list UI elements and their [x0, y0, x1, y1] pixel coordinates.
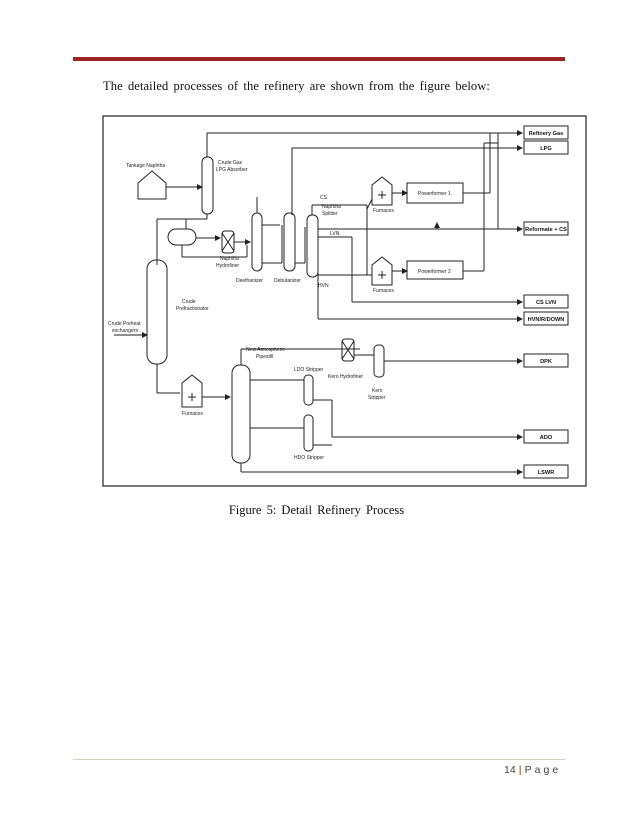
product-lpg: LPG [540, 146, 552, 152]
label-furnaces-mid: Furnaces [373, 288, 394, 294]
label-pipestill: Pipestill [256, 354, 273, 360]
page-word: Page [524, 764, 562, 776]
product-cs-lvn: CS LVN [536, 300, 556, 306]
refinery-process-figure: Refinery Gas LPG Reformate + CS CS LVN H… [102, 115, 587, 487]
product-ado-box [523, 429, 569, 444]
furnace-bottom-icon [181, 374, 203, 408]
label-kero-hydrofiner: Kero Hydrofiner [328, 374, 363, 380]
page-number-separator: | [518, 764, 522, 776]
product-lpg-box [523, 140, 569, 155]
page-number-value: 14 [504, 764, 516, 776]
product-ado: ADO [540, 435, 553, 441]
label-debutanizer: Debutanizer [274, 278, 301, 284]
label-lpg-absorber: LPG Absorber [216, 167, 248, 173]
label-ldo-stripper: LDO Stripper [294, 367, 324, 373]
figure-frame [102, 115, 587, 487]
product-cs-lvn-box [523, 294, 569, 309]
figure-caption-text: Figure 5: Detail Refinery Process [228, 503, 405, 517]
label-naphtha: Naphtha [220, 256, 239, 262]
label-furnaces-top: Furnaces [373, 208, 394, 214]
product-hvn-r-down: HVN/R/DOWN [528, 317, 565, 323]
furnace-mid-icon [371, 256, 393, 286]
label-new-atmospheric: New Atmospheric [246, 347, 285, 353]
page-number: 14|Page [504, 764, 561, 776]
label-powerformer2: Powerformer 2 [418, 269, 451, 275]
intro-paragraph: The detailed processes of the refinery a… [103, 79, 490, 93]
product-lswr-box [523, 464, 569, 479]
label-crude-gas: Crude Gas [218, 160, 243, 166]
kero-hydrofiner-icon [341, 338, 355, 362]
label-cs: CS [320, 195, 328, 201]
product-dpk: DPK [540, 359, 552, 365]
header-rule [73, 57, 565, 61]
debutanizer-column-icon [283, 212, 296, 272]
label-crude-preheat: Crude Preheat [108, 321, 141, 327]
label-naphtha-splitter-1: Naphtha [322, 204, 341, 210]
label-hdo-stripper: HDO Stripper [294, 455, 324, 461]
refinery-diagram: Refinery Gas LPG Reformate + CS CS LVN H… [102, 115, 587, 487]
label-kero: Kero [372, 388, 383, 394]
label-stripper: Stripper [368, 395, 386, 401]
product-hvn-box [523, 311, 569, 326]
label-furnaces-bottom: Furnaces [182, 411, 203, 417]
product-reformate: Reformate + CS [525, 227, 567, 233]
product-lswr: LSWR [538, 470, 554, 476]
label-naphtha-splitter-2: Splitter [322, 211, 338, 217]
label-crude: Crude [182, 299, 196, 305]
tankage-tank-icon [137, 170, 167, 200]
footer-rule [73, 759, 565, 760]
hdo-stripper-icon [303, 414, 314, 452]
ldo-stripper-icon [303, 374, 314, 406]
furnace-top-icon [371, 176, 393, 206]
figure-caption: Figure 5: Detail Refinery Process [0, 503, 638, 518]
label-exchangers: exchangers [112, 328, 138, 334]
product-refinery-gas: Refinery Gas [529, 131, 564, 137]
label-lvn: LVN [330, 231, 340, 237]
label-powerformer1: Powerformer 1 [418, 191, 451, 197]
product-reformate-box [523, 221, 569, 236]
label-deethanizer: Deethanizer [236, 278, 263, 284]
product-dpk-box [523, 353, 569, 368]
product-refinery-gas-box [523, 125, 569, 140]
label-prefractionator: Prefractionator [176, 306, 209, 312]
label-hydrofiner: Hydrofiner [216, 263, 239, 269]
label-tankage-naphtha: Tankage Naphtha [126, 163, 165, 169]
label-hvn: HVN [318, 283, 329, 289]
